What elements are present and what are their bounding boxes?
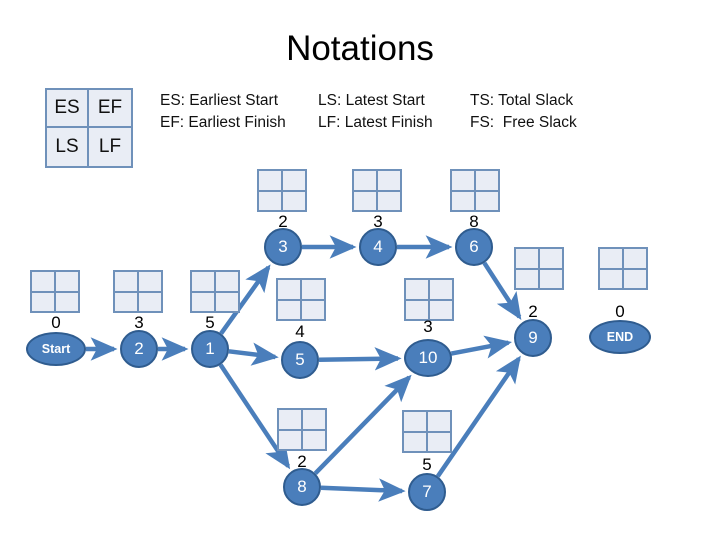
node-n8-duration-label: 2 [297, 452, 307, 471]
node-n6[interactable]: 6 [455, 228, 493, 266]
node-n3-duration-label: 2 [278, 212, 288, 231]
page-title: Notations [286, 29, 434, 68]
node-end-esef-box [598, 247, 648, 290]
node-start-esef-box [30, 270, 80, 313]
node-n3-esef-box [257, 169, 307, 212]
edge-n8-to-n10 [313, 374, 412, 475]
edge-n5-to-n10 [318, 347, 402, 371]
node-start[interactable]: Start [26, 332, 86, 366]
node-n6-esef-box [450, 169, 500, 212]
node-n5-duration-label: 4 [295, 322, 305, 341]
edge-n7-to-n9 [435, 355, 521, 478]
node-n3[interactable]: 3 [264, 228, 302, 266]
node-end-duration-label: 0 [615, 302, 625, 321]
legend-col3-line1: TS: Total Slack [470, 92, 574, 109]
node-n4-duration-label: 3 [373, 212, 383, 231]
node-n5-esef-box [276, 278, 326, 321]
node-n1-duration-label: 5 [205, 313, 215, 332]
node-n9-duration-label: 2 [528, 302, 538, 321]
legend-col1-line1: ES: Earliest Start [160, 92, 279, 109]
legend-cell-es: ES [47, 90, 89, 128]
legend-col1-line2: EF: Earliest Finish [160, 114, 286, 131]
node-n7-esef-box [402, 410, 452, 453]
legend-cell-ls: LS [47, 128, 89, 166]
node-n8[interactable]: 8 [283, 468, 321, 506]
edge-n1-to-n5 [228, 342, 279, 366]
legend-col2-line1: LS: Latest Start [318, 92, 425, 109]
node-n8-esef-box [277, 408, 327, 451]
node-n1-esef-box [190, 270, 240, 313]
node-n10-esef-box [404, 278, 454, 321]
legend-col2-line2: LF: Latest Finish [318, 114, 433, 131]
edge-n10-to-n9 [450, 335, 512, 359]
legend-cell-lf: LF [98, 136, 122, 157]
legend-col3-line2: FS: Free Slack [470, 114, 577, 131]
node-n1[interactable]: 1 [191, 330, 229, 368]
notation-legend-box: ES EF LS LF [45, 88, 133, 168]
node-n9-esef-box [514, 247, 564, 290]
legend-cell-ef: EF [89, 90, 131, 128]
node-start-duration-label: 0 [51, 313, 61, 332]
node-n2[interactable]: 2 [120, 330, 158, 368]
node-n9[interactable]: 9 [514, 319, 552, 357]
node-n10[interactable]: 10 [404, 339, 452, 377]
edge-n1-to-n8 [218, 363, 291, 470]
node-n6-duration-label: 8 [469, 212, 479, 231]
node-n7[interactable]: 7 [408, 473, 446, 511]
node-n7-duration-label: 5 [422, 455, 432, 474]
node-end[interactable]: END [589, 320, 651, 354]
node-n4[interactable]: 4 [359, 228, 397, 266]
node-n2-duration-label: 3 [134, 313, 144, 332]
edge-n1-to-n3 [219, 264, 271, 335]
edge-n8-to-n7 [320, 478, 406, 502]
node-n5[interactable]: 5 [281, 341, 319, 379]
node-n4-esef-box [352, 169, 402, 212]
node-n10-duration-label: 3 [423, 317, 433, 336]
edge-n6-to-n9 [482, 261, 522, 321]
node-n2-esef-box [113, 270, 163, 313]
